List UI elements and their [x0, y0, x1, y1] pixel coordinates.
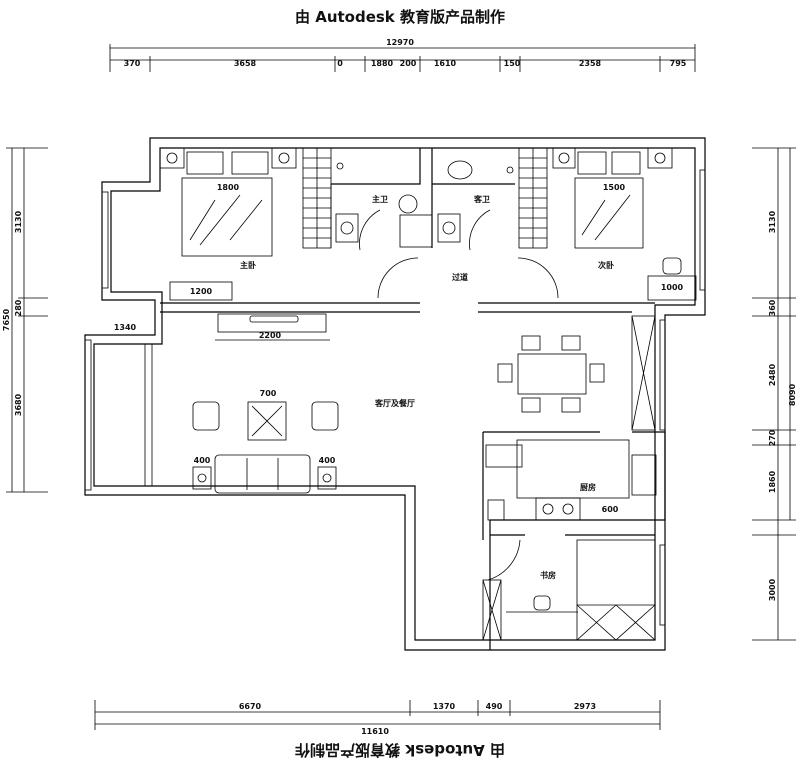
master-bed-width: 1800	[217, 183, 240, 192]
study: 书房	[482, 534, 656, 641]
right-seg-4: 270	[768, 429, 777, 446]
outer-walls	[84, 137, 706, 651]
living-dining-label: 客厅及餐厅	[374, 398, 415, 408]
guest-bath: 客卫	[431, 148, 515, 251]
second-bed-width: 1500	[603, 183, 626, 192]
kitchen-label: 厨房	[580, 482, 596, 492]
bottom-seg-2: 1370	[433, 702, 456, 711]
top-seg-5: 200	[400, 59, 417, 68]
coffee-table-width: 700	[260, 389, 277, 398]
tv-cabinet-width: 2200	[259, 331, 282, 340]
left-dimension: 3130 280 3680 7650	[2, 147, 48, 493]
right-total-dim: 8090	[788, 383, 797, 406]
top-seg-3: 0	[337, 59, 343, 68]
master-cabinet-width: 1200	[190, 287, 213, 296]
second-desk-width: 1000	[661, 283, 684, 292]
master-bath: 主卫	[330, 148, 433, 251]
left-seg-2: 280	[14, 299, 23, 316]
kitchen: 600 厨房	[482, 431, 666, 650]
banner-top: 由 Autodesk 教育版产品制作	[294, 8, 506, 26]
second-bedroom: 1500 次卧 1000	[506, 147, 697, 301]
right-dimension: 3130 360 2480 270 1860 3000 8090	[752, 147, 797, 641]
top-seg-7: 150	[504, 59, 521, 68]
top-seg-4: 1880	[371, 59, 394, 68]
bottom-dimension: 6670 1370 490 2973 11610	[94, 700, 661, 736]
top-seg-2: 3658	[234, 59, 257, 68]
top-seg-1: 370	[124, 59, 141, 68]
bottom-seg-1: 6670	[239, 702, 262, 711]
top-seg-6: 1610	[434, 59, 457, 68]
left-seg-3: 3680	[14, 393, 23, 416]
study-label: 书房	[540, 570, 556, 580]
guest-bath-label: 客卫	[473, 194, 490, 204]
second-bedroom-label: 次卧	[598, 260, 614, 270]
top-total-dim: 12970	[386, 38, 414, 47]
right-seg-2: 360	[768, 299, 777, 316]
bottom-seg-3: 490	[486, 702, 503, 711]
kitchen-counter-dim: 600	[602, 505, 619, 514]
living-dining: 2200 700 400 400 客厅及餐厅 1340	[114, 313, 656, 494]
master-bath-label: 主卫	[372, 194, 388, 204]
right-seg-6: 3000	[768, 578, 777, 601]
right-seg-5: 1860	[768, 470, 777, 493]
right-seg-1: 3130	[768, 210, 777, 233]
sofa-side-left: 400	[194, 456, 211, 465]
corridor-label: 过道	[452, 272, 468, 282]
master-bedroom-label: 主卧	[240, 260, 256, 270]
right-seg-3: 2480	[768, 363, 777, 386]
left-total-dim: 7650	[2, 308, 11, 331]
bottom-seg-4: 2973	[574, 702, 596, 711]
left-seg-1: 3130	[14, 210, 23, 233]
top-dimension: 12970 370 3658 0 1880 200 1610 150 2358 …	[109, 38, 696, 72]
sofa-side-right: 400	[319, 456, 336, 465]
bottom-total-dim: 11610	[361, 727, 389, 736]
master-bedroom: 1800 主卧 1200	[159, 147, 332, 301]
balcony-width: 1340	[114, 323, 137, 332]
top-seg-9: 795	[670, 59, 687, 68]
top-seg-8: 2358	[579, 59, 602, 68]
corridor: 过道	[377, 257, 559, 299]
